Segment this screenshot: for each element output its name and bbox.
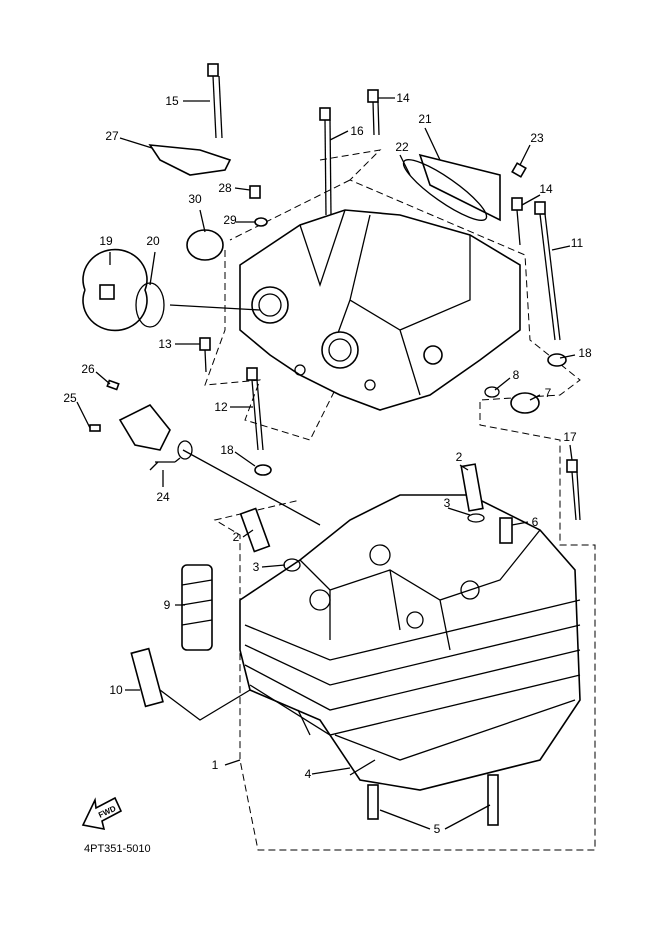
callout-13: 13: [158, 337, 172, 351]
callout-24: 24: [156, 490, 170, 504]
callout-16: 16: [350, 124, 364, 138]
callout-28: 28: [218, 181, 232, 195]
callout-7: 7: [545, 386, 552, 400]
misc-parts: [82, 144, 540, 708]
cylinder-head-cover: [239, 209, 521, 411]
callout-22: 22: [395, 140, 409, 154]
callout-2: 2: [456, 450, 463, 464]
callout-labels: 15 14 16 21 27 22 23 28 14 30 29 19 20 1…: [63, 91, 592, 836]
callout-4: 4: [305, 767, 312, 781]
callout-12: 12: [214, 400, 228, 414]
callout-1: 1: [212, 758, 219, 772]
callout-15: 15: [165, 94, 179, 108]
callout-23: 23: [530, 131, 544, 145]
callout-26: 26: [81, 362, 95, 376]
callout-30: 30: [188, 192, 202, 206]
fwd-arrow-icon: FWD: [81, 796, 123, 831]
callout-9: 9: [164, 598, 171, 612]
callout-20: 20: [146, 234, 160, 248]
callout-21: 21: [418, 112, 432, 126]
callout-19: 19: [99, 234, 113, 248]
callout-11: 11: [571, 236, 584, 250]
callout-18: 18: [578, 346, 592, 360]
callout-29: 29: [223, 213, 237, 227]
callout-2b: 2: [233, 530, 240, 544]
callout-25: 25: [63, 391, 77, 405]
callout-8: 8: [513, 368, 520, 382]
group-outlines: [204, 149, 596, 851]
callout-14: 14: [396, 91, 410, 105]
callout-27: 27: [105, 129, 119, 143]
diagram-code: 4PT351-5010: [84, 843, 151, 855]
callout-5: 5: [434, 822, 441, 836]
callout-3b: 3: [253, 560, 260, 574]
callout-17: 17: [563, 430, 577, 444]
callout-14b: 14: [539, 182, 553, 196]
callout-10: 10: [109, 683, 123, 697]
callout-6: 6: [532, 515, 539, 529]
leader-lines: [76, 97, 576, 830]
callout-3: 3: [444, 496, 451, 510]
callout-18b: 18: [220, 443, 234, 457]
bolts: [199, 63, 581, 826]
cylinder-head: [239, 494, 581, 791]
